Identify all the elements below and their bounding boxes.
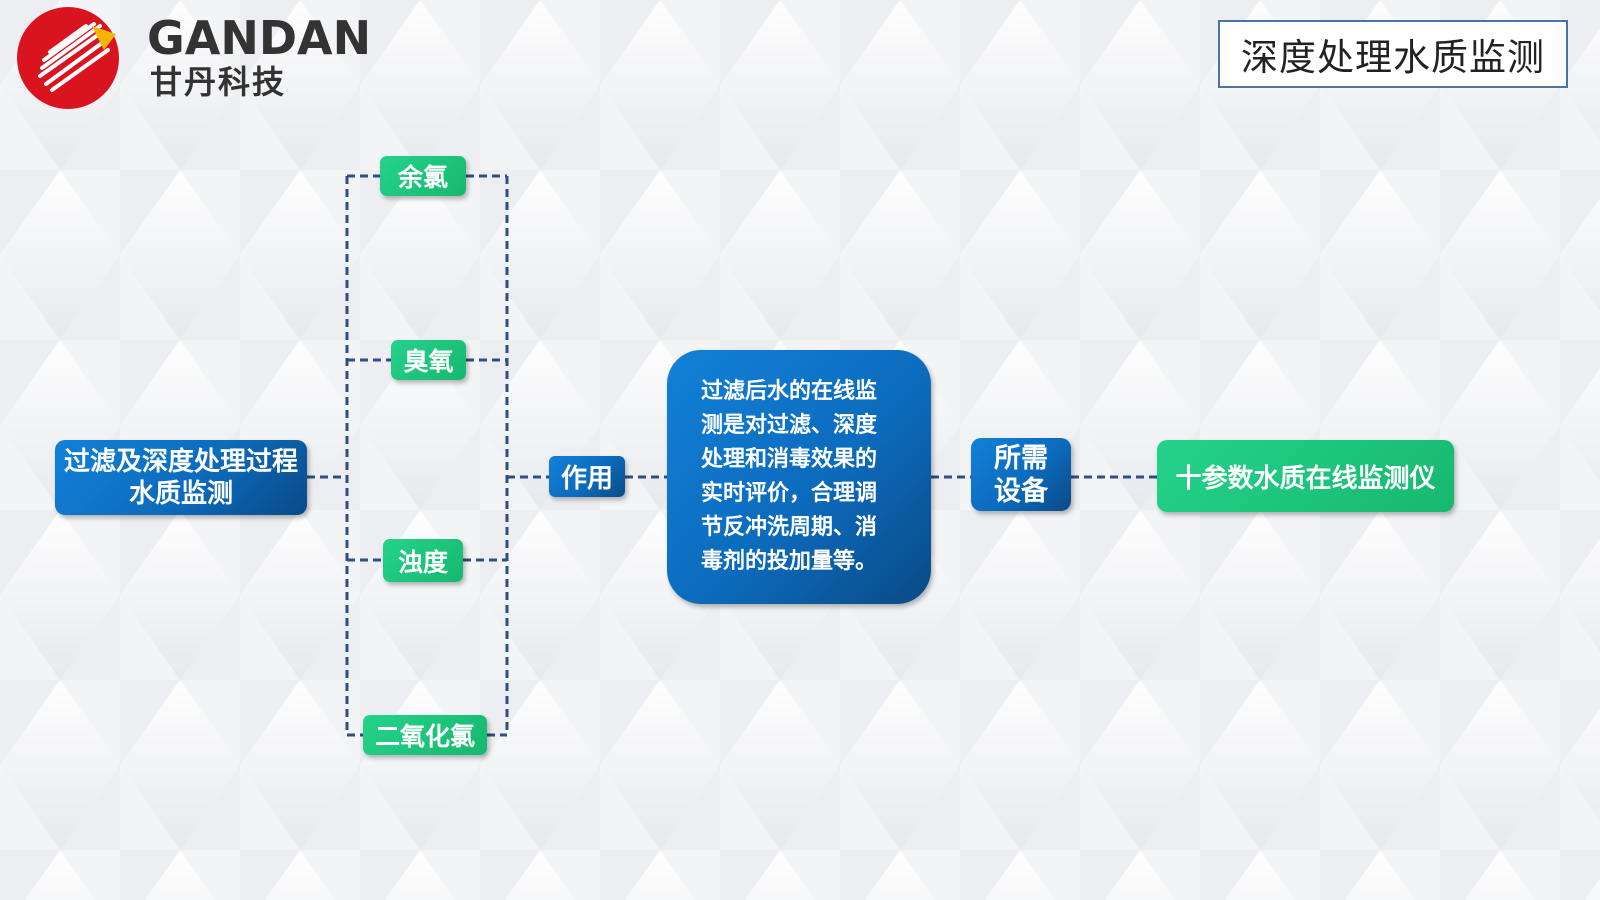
page-title-box: 深度处理水质监测 [1218,20,1568,88]
logo-name-chinese: 甘丹科技 [150,63,287,101]
function-node: 作用 [549,456,625,497]
description-node: 过滤后水的在线监测是对过滤、深度处理和消毒效果的实时评价，合理调节反冲洗周期、消… [667,350,931,604]
param-node-2: 臭氧 [391,340,466,380]
main-topic-node: 过滤及深度处理过程水质监测 [55,440,307,515]
equipment-node: 所需设备 [971,438,1071,511]
param-node-1: 余氯 [380,156,466,196]
param-node-4: 二氧化氯 [363,715,487,755]
logo-name-english: GANDAN [147,11,372,65]
param-node-3: 浊度 [383,539,463,582]
gandan-logo-icon [17,7,119,109]
device-node: 十参数水质在线监测仪 [1157,440,1454,512]
page-title: 深度处理水质监测 [1241,36,1545,79]
